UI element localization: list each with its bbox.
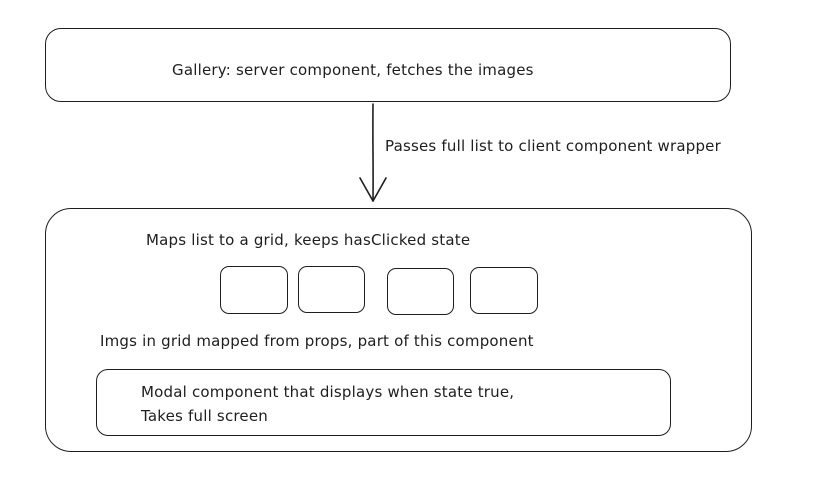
modal-component-box: [96, 369, 671, 436]
grid-image-1: [220, 266, 288, 314]
gallery-server-component-box: [45, 28, 731, 102]
gallery-box-label: Gallery: server component, fetches the i…: [172, 61, 534, 79]
arrow-label: Passes full list to client component wra…: [385, 137, 721, 155]
grid-images-caption: Imgs in grid mapped from props, part of …: [100, 332, 534, 350]
grid-image-3: [387, 268, 454, 315]
grid-image-4: [470, 267, 538, 314]
arrow-head-right: [372, 177, 387, 202]
wrapper-title: Maps list to a grid, keeps hasClicked st…: [146, 231, 471, 249]
modal-label-line-2: Takes full screen: [141, 407, 268, 425]
grid-image-2: [298, 266, 365, 313]
client-component-wrapper-box: [45, 208, 752, 452]
arrow-head-left: [359, 177, 374, 202]
modal-label-line-1: Modal component that displays when state…: [141, 383, 515, 401]
